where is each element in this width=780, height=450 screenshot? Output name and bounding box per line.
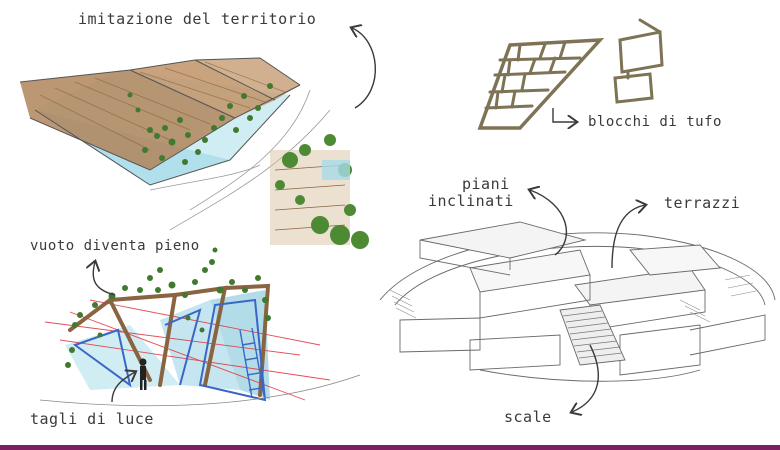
truss-sketch <box>39 247 361 407</box>
scale-arrow <box>572 344 599 412</box>
label-terrazzi: terrazzi <box>664 194 741 212</box>
label-tagli: tagli di luce <box>30 410 154 428</box>
piani-arrow <box>530 190 568 256</box>
label-vuoto: vuoto diventa pieno <box>30 238 200 254</box>
bottom-accent-bar <box>0 445 780 450</box>
label-piani: piani <box>462 175 510 193</box>
vuoto-arrow <box>93 262 116 296</box>
label-scale: scale <box>504 408 552 426</box>
person-figure <box>139 358 147 390</box>
blocchi-arrow <box>552 108 576 122</box>
terraced-building-sketch <box>379 221 776 382</box>
label-inclinati: inclinati <box>428 192 514 210</box>
tufo-blocks-sketch <box>477 18 664 130</box>
imitazione-arrow <box>352 28 377 109</box>
terrazzi-arrow <box>611 205 645 269</box>
label-blocchi: blocchi di tufo <box>588 114 722 130</box>
tagli-arrow <box>111 372 135 403</box>
label-imitazione: imitazione del territorio <box>78 10 317 28</box>
plant-cluster <box>270 134 369 249</box>
territory-roof-sketch <box>19 57 369 249</box>
